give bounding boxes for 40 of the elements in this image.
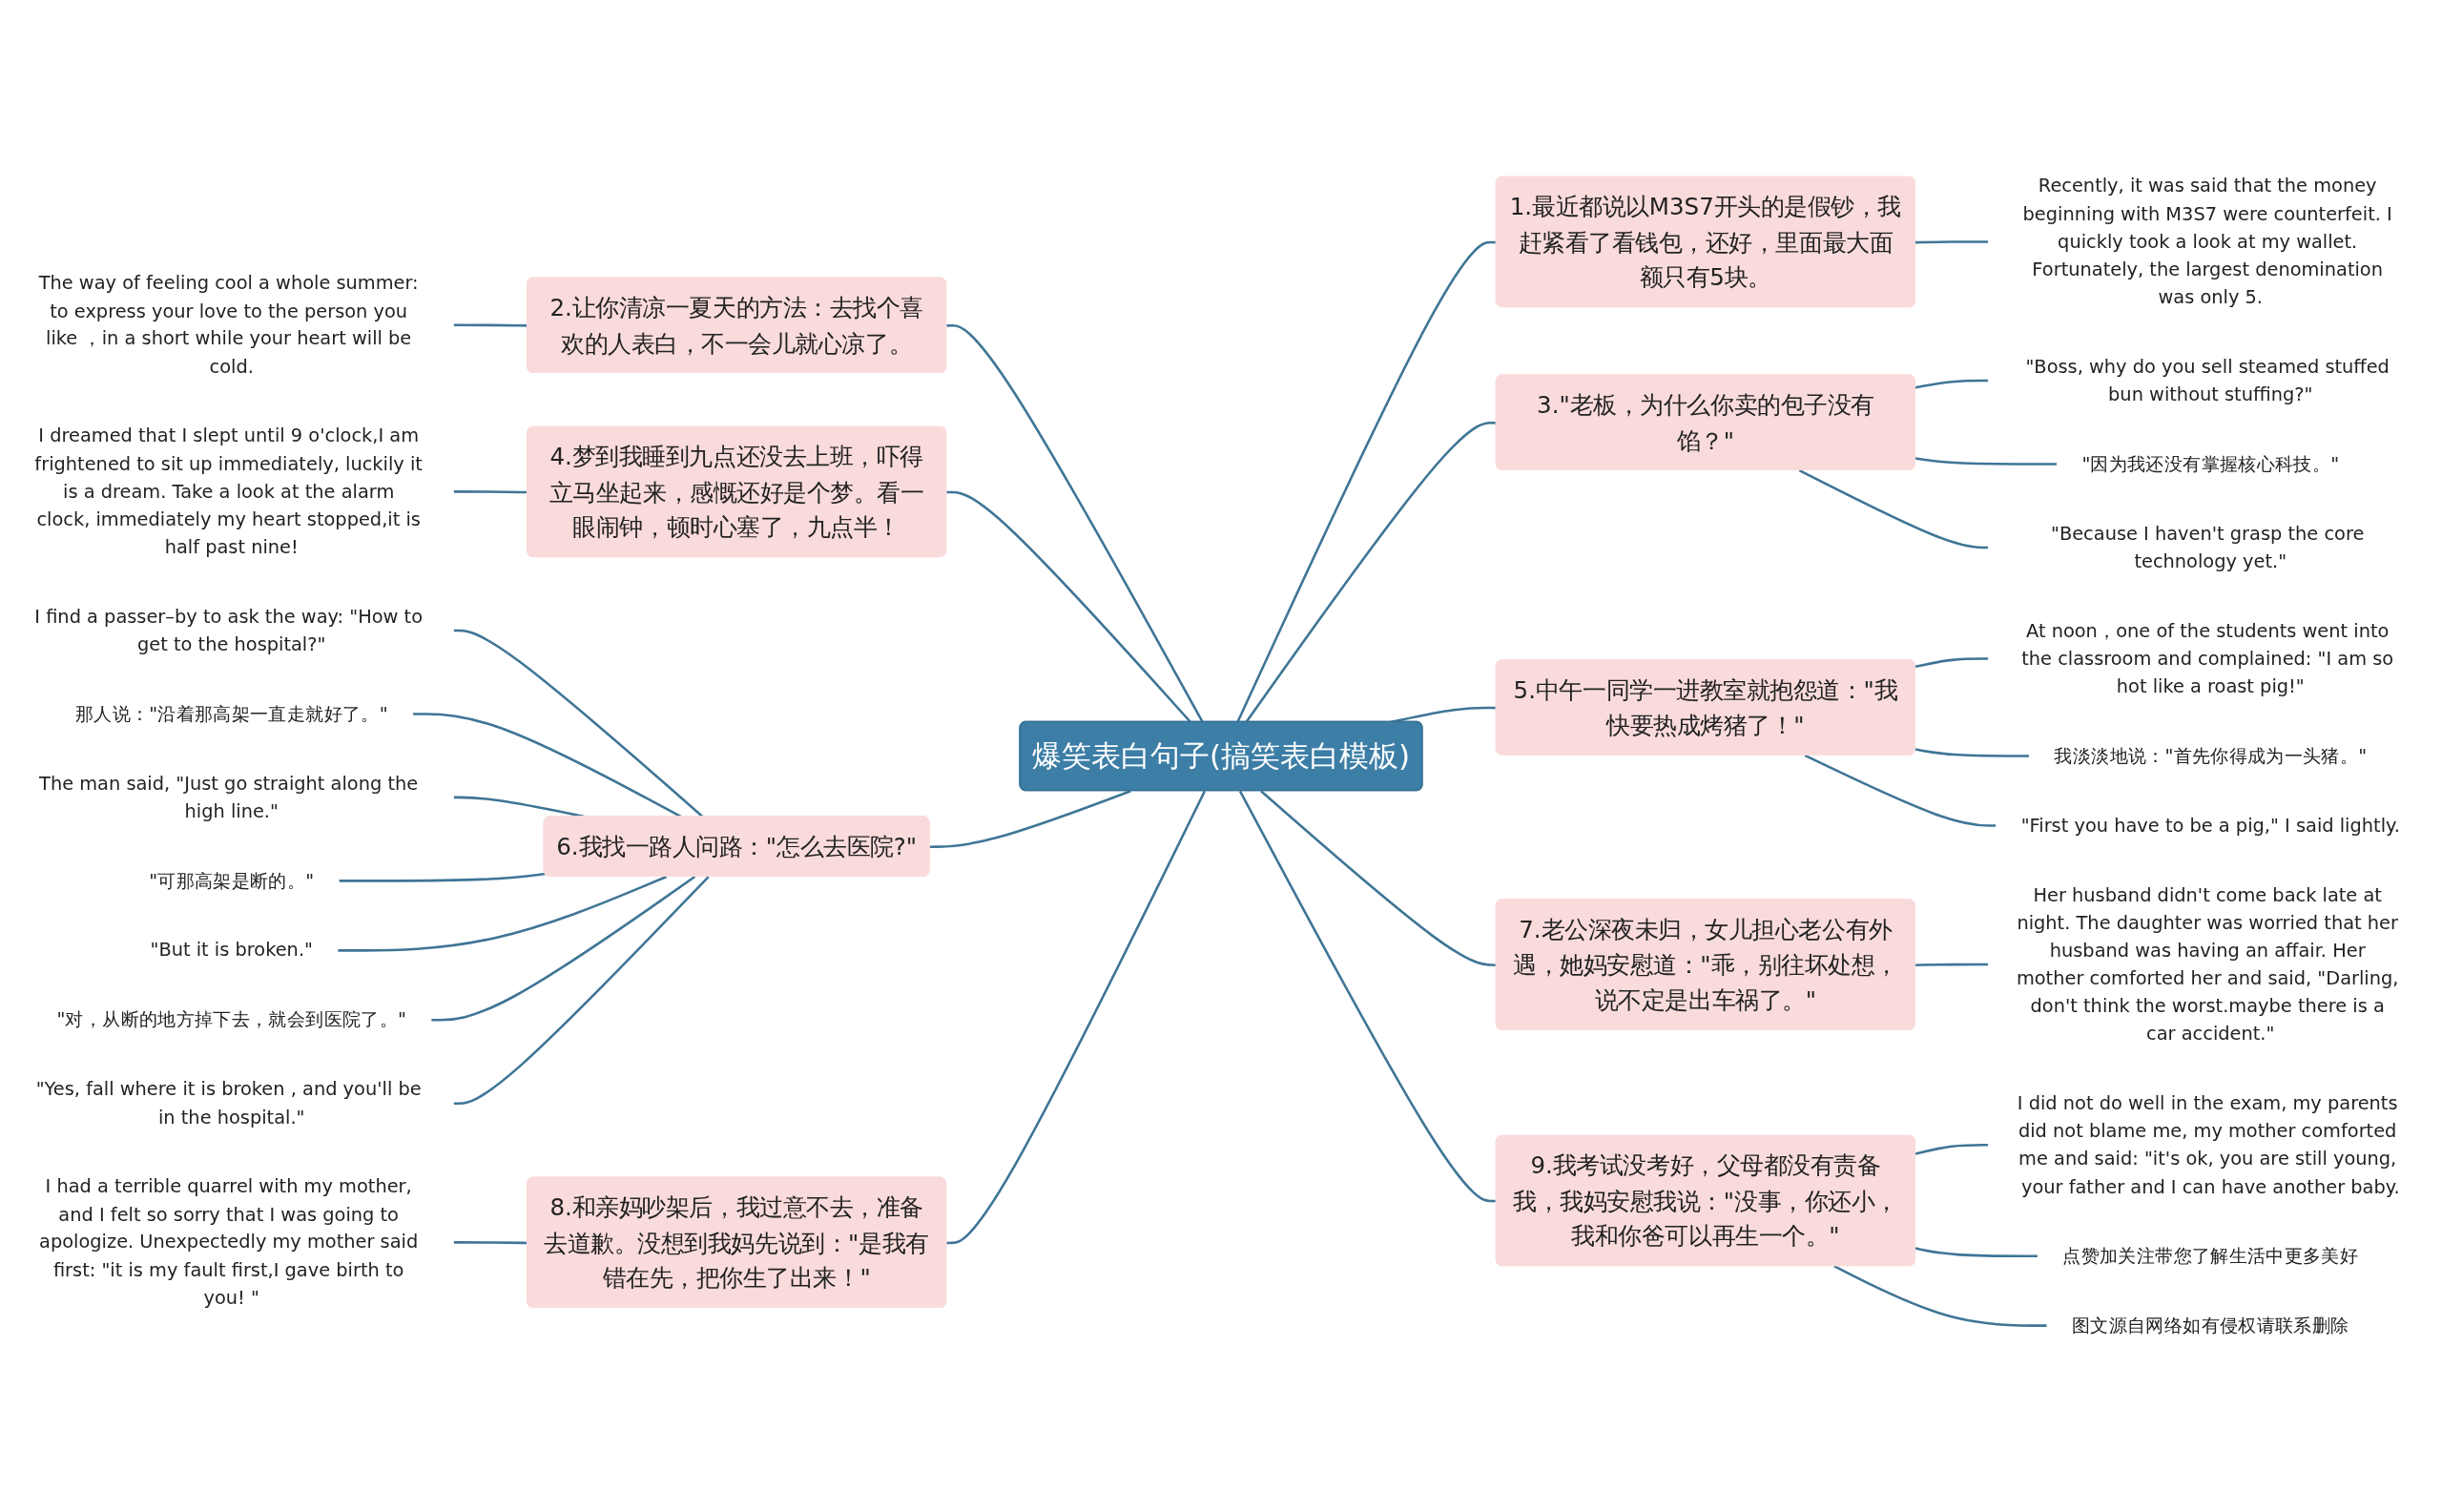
connector bbox=[338, 872, 546, 882]
node-text: 点赞加关注带您了解生活中更多美好 bbox=[2062, 1244, 2359, 1267]
node-text: "因为我还没有掌握核心科技。" bbox=[2081, 452, 2340, 475]
connector bbox=[1915, 963, 1989, 966]
connector bbox=[1914, 457, 2058, 466]
connector bbox=[946, 490, 1192, 723]
connector bbox=[1914, 657, 1989, 669]
connector bbox=[430, 875, 696, 1022]
connector bbox=[453, 876, 710, 1106]
connector bbox=[946, 790, 1207, 1245]
node-text: 那人说："沿着那高架一直走就好了。" bbox=[74, 702, 388, 725]
node-text: I find a passer–by to ask the way: "How to get to the hospital?" bbox=[34, 605, 423, 655]
node-text: Recently, it was said that the money beginning with M3S7 were counterfeit. I quickly took a look at my wallet. Fortunately, the largest denomination was only 5. bbox=[2022, 175, 2392, 308]
node-text: "Yes, fall where it is broken , and you'll be in the hospital." bbox=[35, 1078, 422, 1129]
connector bbox=[1798, 468, 1989, 549]
node-text: I dreamed that I slept until 9 o'clock,I am frightened to sit up immediately, luckily it is a dream. Take a look at the alarm clock, immediately my heart stopped,it is half past nine! bbox=[34, 425, 423, 558]
node-text: "First you have to be a pig," I said lightly. bbox=[2020, 814, 2400, 837]
node-text: The way of feeling cool a whole summer: to express your love to the person you like ，in a short while your heart will be cold. bbox=[38, 272, 419, 378]
node-text: "Boss, why do you sell steamed stuffed bun without stuffing?" bbox=[2025, 355, 2390, 405]
node-text: "可那高架是断的。" bbox=[149, 869, 315, 892]
connector bbox=[946, 324, 1204, 723]
connector bbox=[1914, 1143, 1989, 1155]
node-text: The man said, "Just go straight along the high line." bbox=[39, 772, 419, 822]
connector bbox=[1914, 379, 1989, 389]
connector bbox=[1914, 1247, 2038, 1257]
node-text: "Because I haven't grasp the core technology yet." bbox=[2051, 522, 2365, 572]
connector bbox=[1914, 748, 2030, 757]
node-text: I had a terrible quarrel with my mother, and I felt so sorry that I was going to apologize. Unexpectedly my mother said first: "it is my fault first,I gave birth to you! " bbox=[39, 1175, 419, 1309]
connector bbox=[1833, 1265, 2048, 1327]
connector bbox=[1915, 240, 1989, 244]
node-text: "对，从断的地方掉下去，就会到医院了。" bbox=[56, 1008, 406, 1031]
connector bbox=[1804, 754, 1997, 827]
node-text: I did not do well in the exam, my parents did not blame me, my mother comforted me and said: "it's ok, you are still young, your father and I can have another baby. bbox=[2017, 1091, 2400, 1198]
node-text: 我淡淡地说："首先你得成为一头猪。" bbox=[2054, 744, 2368, 767]
node-text: "But it is broken." bbox=[150, 939, 313, 962]
node-text: At noon，one of the students went into the classroom and complained: "I am so hot like a roast pig!" bbox=[2021, 619, 2394, 697]
node-text: Her husband didn't come back late at night. The daughter was worried that her husband was having an affair. Her mother comforted her and said, "Darling, don't think the worst.maybe there is a car accident." bbox=[2016, 883, 2399, 1045]
connector bbox=[337, 875, 668, 952]
connector bbox=[929, 790, 1131, 848]
node-text: 图文源自网络如有侵权请联系删除 bbox=[2072, 1314, 2349, 1336]
